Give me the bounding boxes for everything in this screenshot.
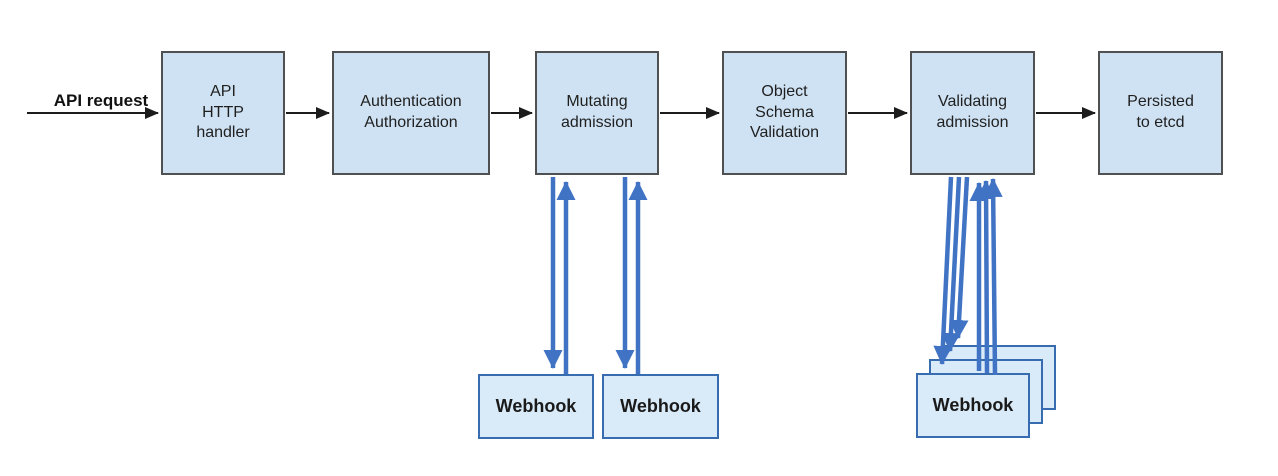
arrow-validating-to-webhook-back xyxy=(949,176,970,339)
node-api-http-handler-label: API HTTP handler xyxy=(196,82,250,142)
node-validating-admission: Validating admission xyxy=(910,51,1035,175)
node-mutating-admission-label: Mutating admission xyxy=(560,93,634,131)
node-persisted-to-etcd-label: Persisted to etcd xyxy=(1127,93,1194,131)
arrow-validating-to-webhook-front xyxy=(933,176,954,365)
mutating-webhook-1-label: Webhook xyxy=(495,396,577,416)
node-mutating-webhook-2: Webhook xyxy=(602,374,719,439)
node-api-http-handler: API HTTP handler xyxy=(161,51,285,175)
node-persisted-to-etcd: Persisted to etcd xyxy=(1098,51,1223,175)
node-authentication-authorization-label: Authentication Authorization xyxy=(360,93,462,131)
mutating-webhook-2-label: Webhook xyxy=(620,396,701,416)
api-request-label: API request xyxy=(53,91,149,110)
arrow-validating-to-webhook-middle xyxy=(941,176,962,352)
node-validating-webhook-front: Webhook xyxy=(916,373,1030,438)
node-mutating-admission: Mutating admission xyxy=(535,51,659,175)
validating-webhook-label: Webhook xyxy=(932,395,1014,415)
node-mutating-webhook-1: Webhook xyxy=(478,374,594,439)
node-authentication-authorization: Authentication Authorization xyxy=(332,51,490,175)
node-validating-admission-label: Validating admission xyxy=(936,93,1009,131)
node-object-schema-validation: Object Schema Validation xyxy=(722,51,847,175)
node-object-schema-validation-label: Object Schema Validation xyxy=(749,82,820,142)
